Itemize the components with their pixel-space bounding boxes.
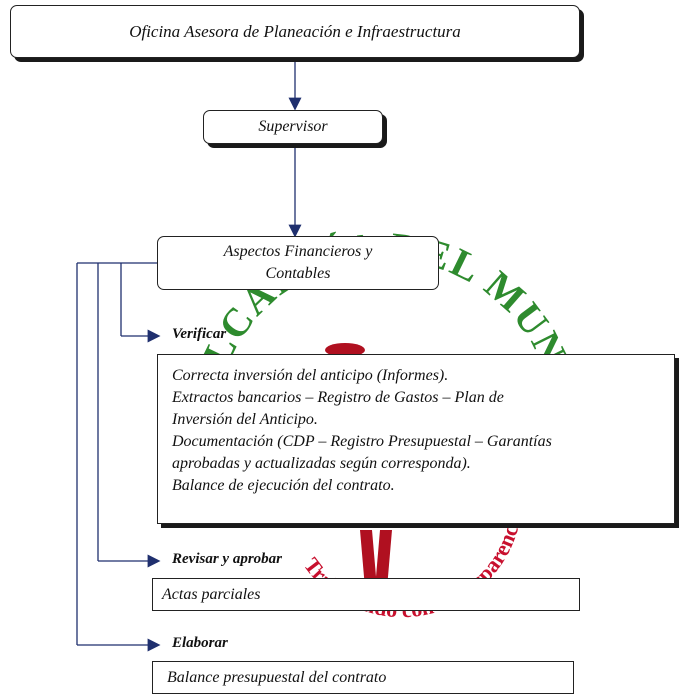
balance-presupuestal-text: Balance presupuestal del contrato [167,669,387,686]
planning-office-box: Oficina Asesora de Planeación e Infraest… [10,5,580,58]
verificar-item: Extractos bancarios – Registro de Gastos… [172,389,504,406]
verificar-item: Documentación (CDP – Registro Presupuest… [172,433,552,450]
verificar-item: Inversión del Anticipo. [172,411,318,428]
supervisor-label: Supervisor [258,118,328,135]
verificar-item: aprobadas y actualizadas según correspon… [172,455,471,472]
financial-aspects-line2: Contables [265,265,331,282]
verificar-item: Balance de ejecución del contrato. [172,477,395,494]
planning-office-label: Oficina Asesora de Planeación e Infraest… [129,21,461,41]
elaborar-label: Elaborar [172,635,228,651]
verificar-item: Correcta inversión del anticipo (Informe… [172,367,449,384]
financial-aspects-line1: Aspectos Financieros y [223,243,373,260]
actas-parciales-box: Actas parciales [152,578,580,611]
supervisor-box: Supervisor [203,110,383,144]
actas-parciales-text: Actas parciales [162,586,261,603]
financial-aspects-box: Aspectos Financieros y Contables [157,236,439,290]
verificar-label: Verificar [172,326,227,342]
verificar-items-box: Correcta inversión del anticipo (Informe… [157,354,675,524]
balance-presupuestal-box: Balance presupuestal del contrato [152,661,574,694]
revisar-label: Revisar y aprobar [172,551,282,567]
